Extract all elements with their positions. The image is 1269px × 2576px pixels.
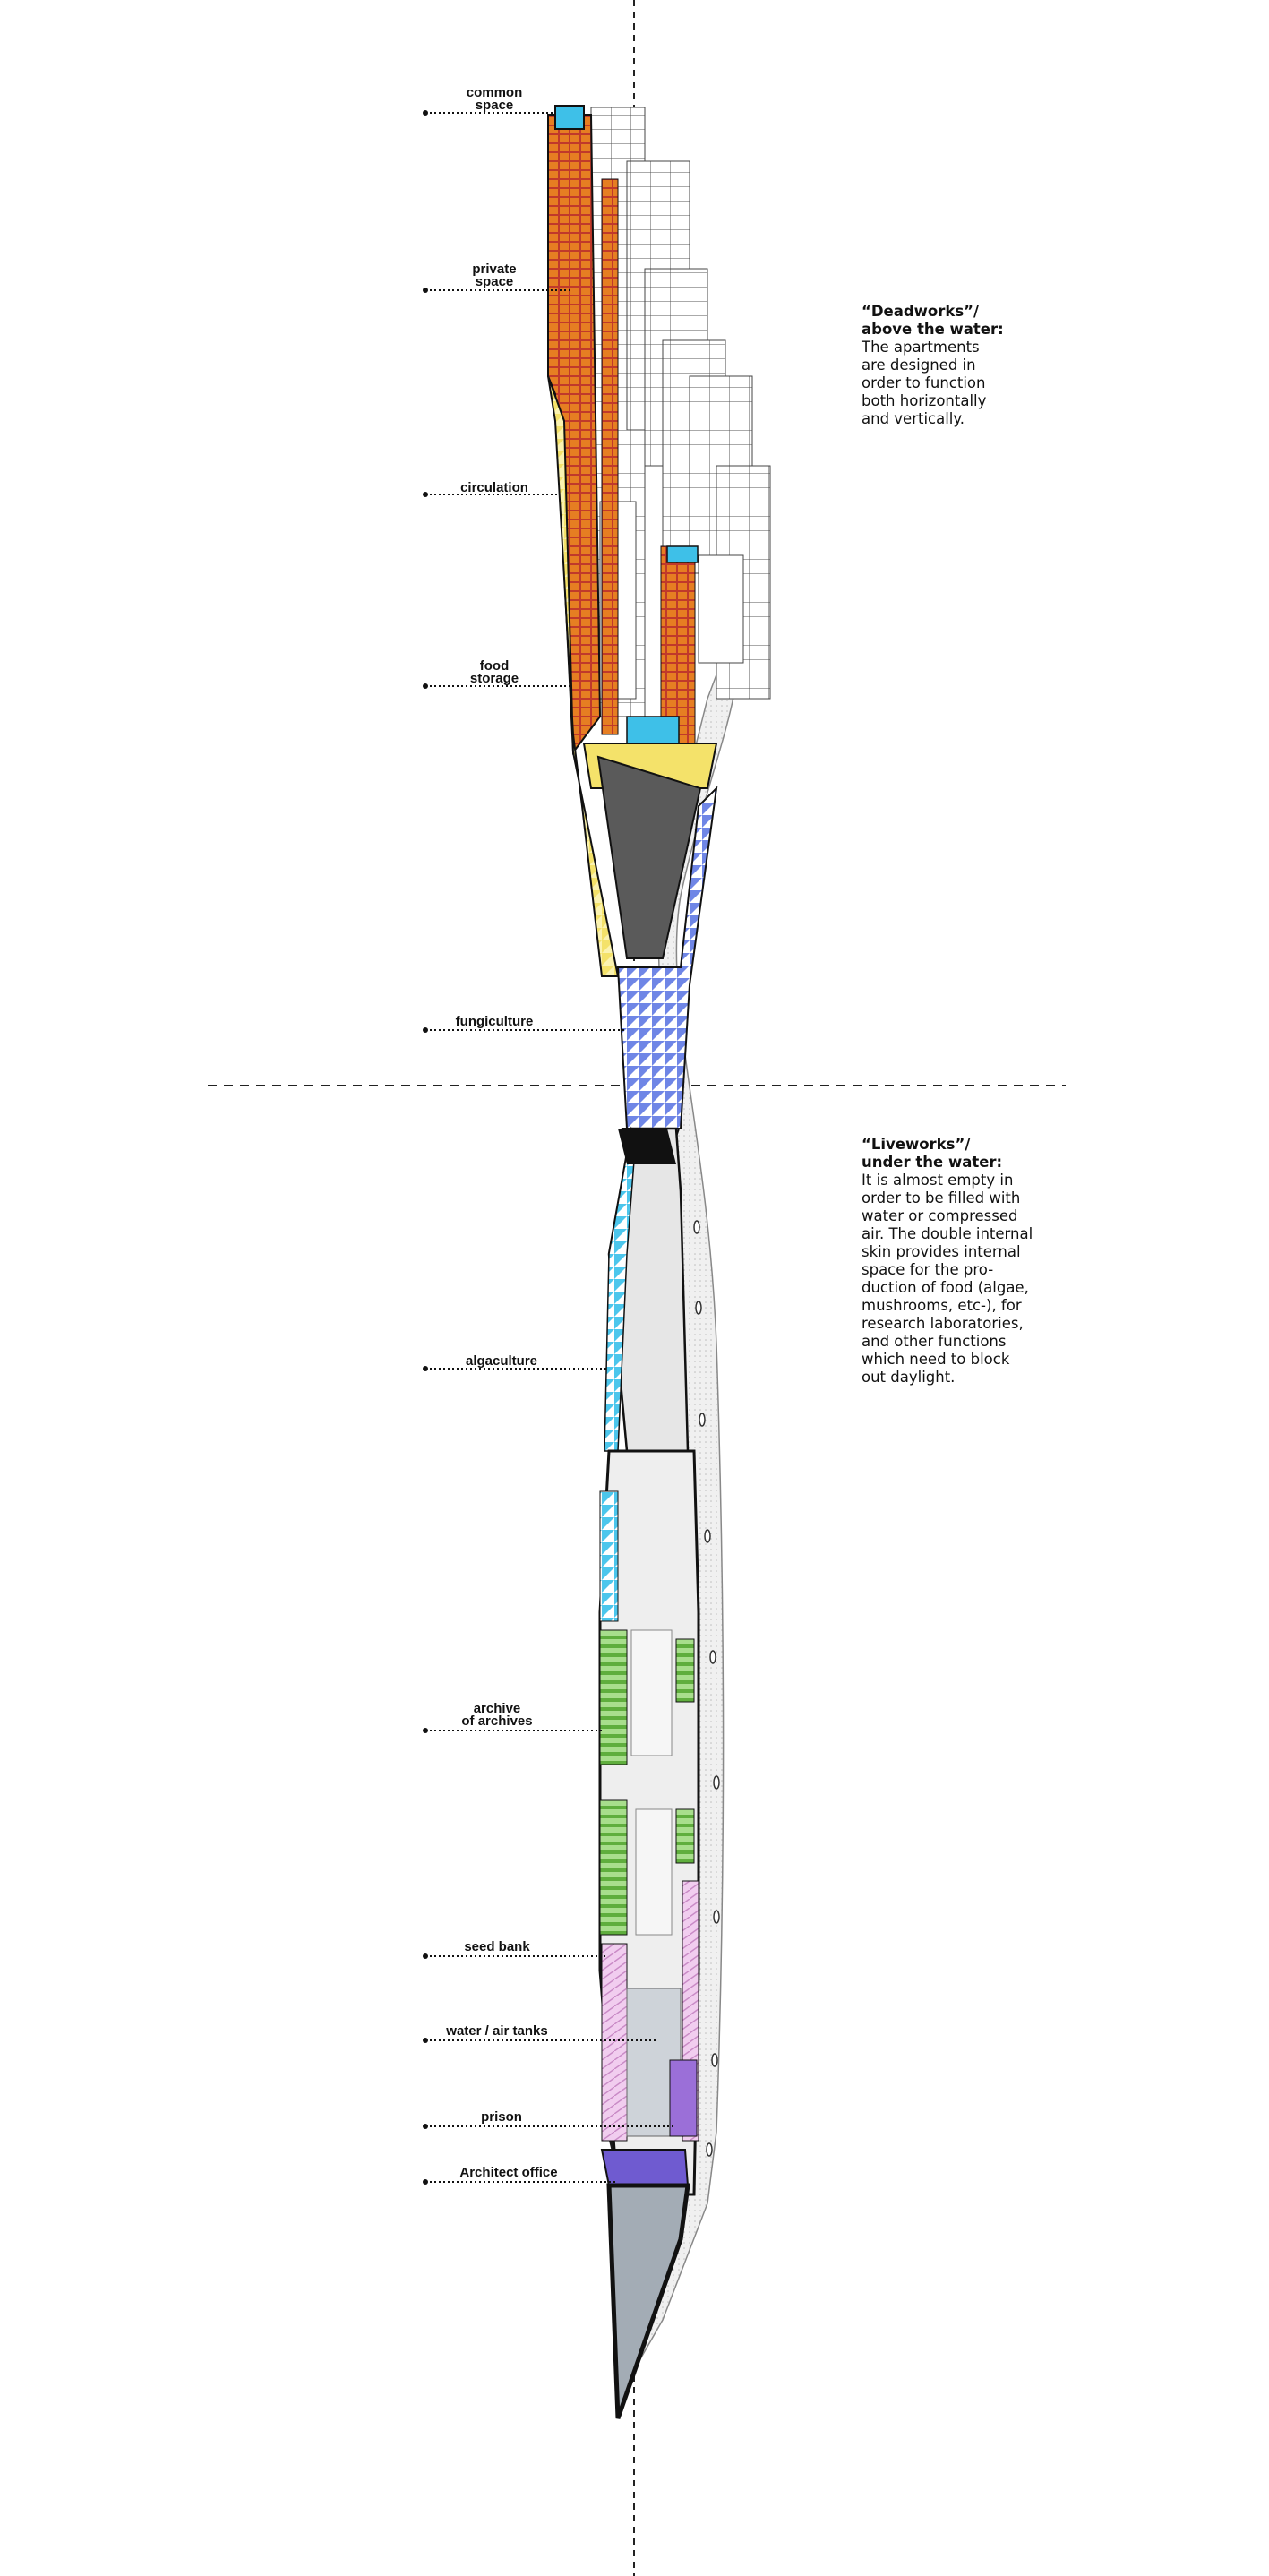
svg-text:space: space bbox=[476, 274, 514, 289]
svg-text:archive: archive bbox=[474, 1701, 521, 1716]
apartment-cluster bbox=[590, 107, 771, 717]
label-seed-bank: seed bank bbox=[423, 1939, 605, 1959]
keel bbox=[606, 2183, 690, 2419]
svg-text:algaculture: algaculture bbox=[466, 1353, 537, 1369]
liveworks-title: “Liveworks”/ under the water: bbox=[862, 1136, 1003, 1171]
svg-text:storage: storage bbox=[470, 671, 519, 686]
svg-text:prison: prison bbox=[481, 2109, 522, 2125]
deadworks-body: The apartments are designed in order to … bbox=[862, 339, 987, 427]
svg-text:private: private bbox=[472, 262, 516, 277]
common-space-block-2 bbox=[666, 545, 699, 563]
deck-1 bbox=[618, 1129, 676, 1164]
algaculture-skin-lower bbox=[599, 1490, 619, 1622]
svg-text:common: common bbox=[467, 85, 523, 100]
label-archive-of-archives: archive of archives bbox=[423, 1701, 602, 1733]
label-algaculture: algaculture bbox=[423, 1353, 609, 1371]
svg-text:fungiculture: fungiculture bbox=[456, 1014, 534, 1029]
common-space-block bbox=[554, 105, 585, 130]
portholes bbox=[693, 1220, 720, 2157]
prison-block bbox=[669, 2059, 698, 2137]
archive-stack bbox=[599, 1629, 695, 1936]
svg-text:space: space bbox=[476, 98, 514, 113]
liveworks-body: It is almost empty in order to be filled… bbox=[862, 1172, 1033, 1386]
svg-text:food: food bbox=[480, 658, 509, 674]
label-circulation: circulation bbox=[423, 480, 557, 497]
label-common-space: common space bbox=[423, 85, 553, 116]
label-food-storage: food storage bbox=[423, 658, 573, 689]
label-prison: prison bbox=[423, 2109, 676, 2129]
upper-void-cone bbox=[596, 755, 702, 959]
svg-text:water / air tanks: water / air tanks bbox=[445, 2023, 547, 2039]
svg-text:circulation: circulation bbox=[460, 480, 528, 495]
architect-office-deck bbox=[600, 2149, 690, 2186]
label-architect-office: Architect office bbox=[423, 2165, 618, 2185]
circulation-band bbox=[547, 375, 620, 977]
label-water-air-tanks: water / air tanks bbox=[423, 2023, 658, 2043]
seed-bank-block bbox=[601, 1943, 628, 2142]
svg-text:Architect office: Architect office bbox=[459, 2165, 557, 2180]
label-private-space: private space bbox=[423, 262, 573, 293]
label-fungiculture: fungiculture bbox=[423, 1014, 627, 1033]
svg-text:seed bank: seed bank bbox=[464, 1939, 530, 1954]
svg-text:of archives: of archives bbox=[461, 1713, 532, 1729]
deadworks-title: “Deadworks”/ above the water: bbox=[862, 303, 1004, 338]
